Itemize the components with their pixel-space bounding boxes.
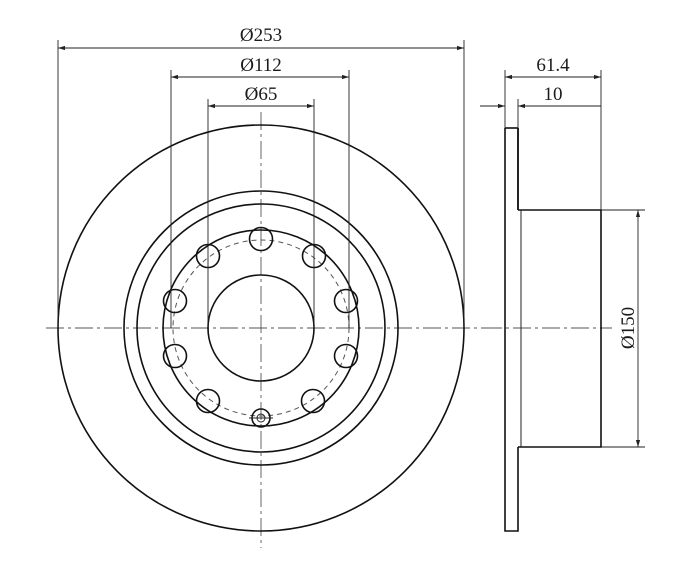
bolt-hole: [333, 343, 359, 369]
bolt-circle-label: Ø112: [240, 55, 282, 76]
dimension-outer-diameter: Ø253: [57, 25, 465, 328]
bolt-hole: [333, 288, 359, 314]
hat-diameter-label: Ø150: [618, 307, 639, 349]
center-bore-label: Ø65: [245, 84, 278, 105]
bolt-hole: [300, 388, 326, 414]
dimension-center-bore: Ø65: [207, 84, 315, 328]
outer-diameter-label: Ø253: [240, 25, 282, 46]
front-view: Ø253 Ø112 Ø65: [46, 25, 486, 548]
bolt-hole: [195, 388, 221, 414]
dimension-hat-diameter: Ø150: [601, 209, 645, 448]
disc-plate-profile: [504, 128, 519, 532]
thickness-label: 10: [544, 84, 563, 105]
dimension-thickness: 10: [480, 84, 601, 128]
dimension-bolt-circle: Ø112: [170, 55, 350, 328]
overall-height-label: 61.4: [536, 55, 570, 76]
hat-outer-circle: [123, 190, 399, 466]
locating-screw-hole: [249, 408, 273, 428]
hat-profile: [518, 209, 602, 448]
bolt-holes: [162, 226, 359, 414]
bolt-hole: [162, 288, 188, 314]
hat-inner-circle: [136, 203, 386, 453]
hub-face-circle: [162, 229, 360, 427]
dimension-overall-height: 61.4: [504, 55, 602, 210]
bolt-hole: [162, 343, 188, 369]
side-view: 61.4 10 Ø150: [480, 55, 645, 532]
bolt-hole: [248, 226, 274, 252]
